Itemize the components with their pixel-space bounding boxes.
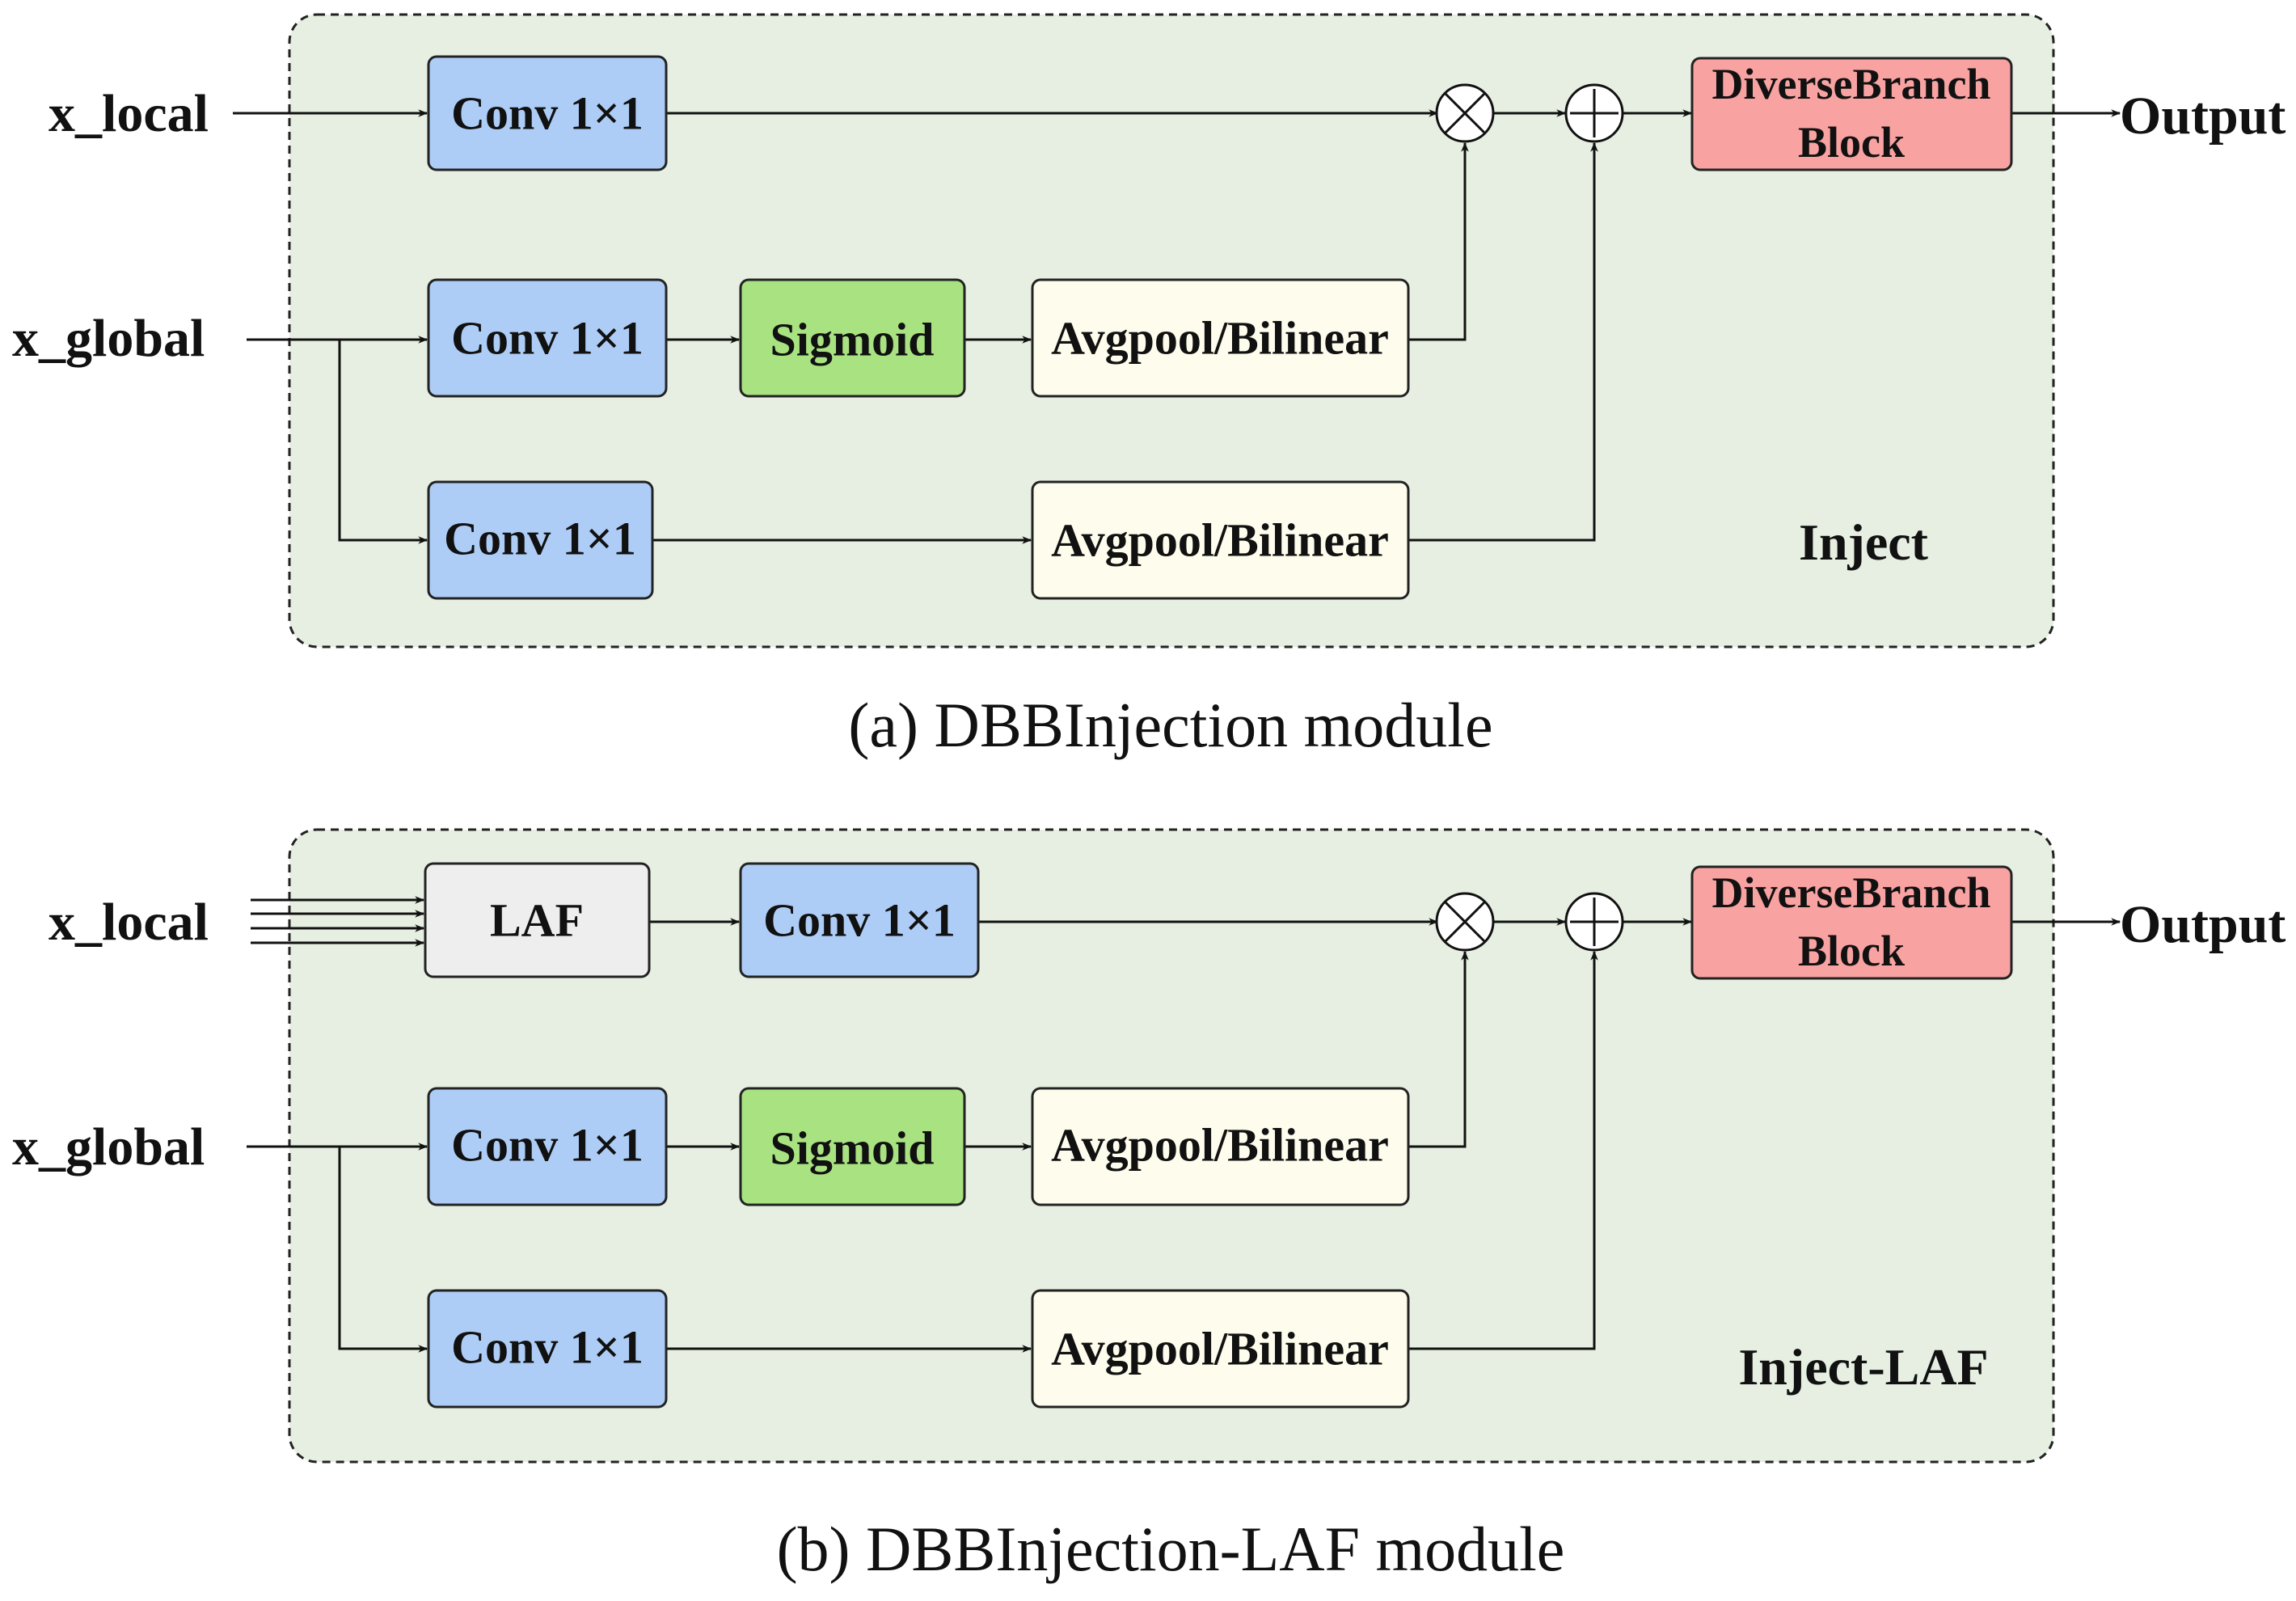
avgpool-label-1: Avgpool/Bilinear <box>1051 312 1389 365</box>
conv-global-box <box>427 278 668 398</box>
avgpool-label-2: Avgpool/Bilinear <box>1051 514 1389 567</box>
conv-global-2-box <box>427 480 654 600</box>
plus-icon <box>1564 892 1624 952</box>
panel-b: x_local x_global LAF Conv 1×1 Conv 1×1 <box>12 828 2285 1584</box>
x-global-input-label: x_global <box>12 309 205 368</box>
conv-local-box <box>427 55 668 171</box>
diverse-branch-block-box <box>1690 57 2013 171</box>
avgpool-box-2 <box>1031 480 1410 600</box>
inject-laf-tag: Inject-LAF <box>1738 1338 1988 1396</box>
output-label: Output <box>2120 895 2285 954</box>
conv-global-2-label: Conv 1×1 <box>451 1321 644 1374</box>
sigmoid-box <box>739 1087 966 1206</box>
laf-label: LAF <box>490 894 584 947</box>
panel-b-wires <box>247 896 2121 1353</box>
avgpool-label-1: Avgpool/Bilinear <box>1051 1119 1389 1172</box>
conv-global-2-box <box>427 1289 668 1409</box>
dbb-label-line1: DiverseBranch <box>1712 868 1991 917</box>
sigmoid-label: Sigmoid <box>770 1122 934 1175</box>
sigmoid-label: Sigmoid <box>770 314 934 366</box>
conv-global-label: Conv 1×1 <box>451 312 644 365</box>
dbb-label-line2: Block <box>1798 118 1905 167</box>
conv-global-2-label: Conv 1×1 <box>444 513 636 565</box>
panel-a: x_local x_global Conv 1×1 Conv 1×1 Sigmo… <box>12 13 2285 760</box>
conv-local-label: Conv 1×1 <box>763 894 956 947</box>
caption-b: (b) DBBInjection-LAF module <box>777 1514 1565 1584</box>
caption-a: (a) DBBInjection module <box>848 690 1492 760</box>
avgpool-box-2 <box>1031 1289 1410 1409</box>
panel-a-wires <box>233 109 2121 544</box>
x-global-input-label: x_global <box>12 1117 205 1176</box>
multiply-icon <box>1435 892 1495 952</box>
diverse-branch-block-box <box>1690 865 2013 980</box>
dbb-label-line1: DiverseBranch <box>1712 60 1991 108</box>
x-local-input-label: x_local <box>49 84 209 143</box>
x-local-input-label: x_local <box>49 893 209 952</box>
conv-local-box <box>739 862 980 978</box>
conv-global-label: Conv 1×1 <box>451 1119 644 1172</box>
plus-icon <box>1564 83 1624 143</box>
avgpool-label-2: Avgpool/Bilinear <box>1051 1323 1389 1375</box>
conv-global-box <box>427 1087 668 1206</box>
output-label: Output <box>2120 87 2285 146</box>
conv-local-label: Conv 1×1 <box>451 87 644 140</box>
multiply-icon <box>1435 83 1495 143</box>
laf-box <box>424 862 651 978</box>
sigmoid-box <box>739 278 966 398</box>
dbb-label-line2: Block <box>1798 927 1905 975</box>
inject-tag: Inject <box>1799 513 1929 571</box>
avgpool-box-1 <box>1031 1087 1410 1206</box>
avgpool-box-1 <box>1031 278 1410 398</box>
